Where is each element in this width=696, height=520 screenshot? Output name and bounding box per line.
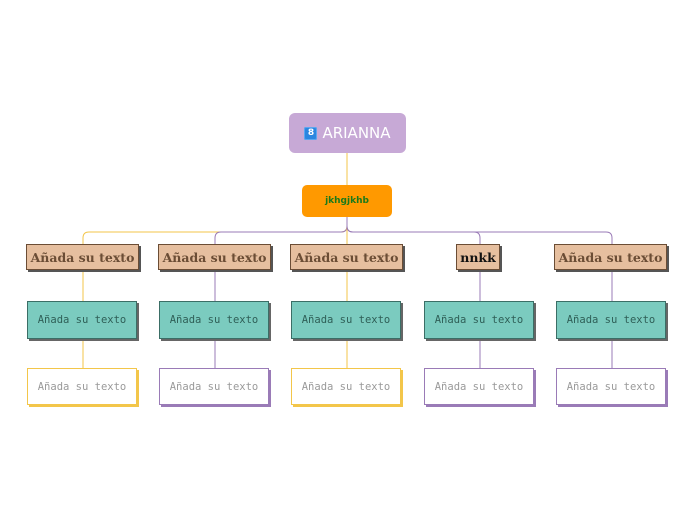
branch-heading-label: Añada su texto — [162, 249, 267, 265]
branch-heading-label: Añada su texto — [294, 249, 399, 265]
branch-subitem-label: Añada su texto — [434, 380, 524, 393]
child-node[interactable]: jkhgjkhb — [302, 185, 392, 217]
branch-subitem-label: Añada su texto — [37, 380, 127, 393]
branch-item-label: Añada su texto — [434, 314, 524, 326]
branch-heading-5[interactable]: Añada su texto — [554, 244, 667, 270]
root-node[interactable]: 8 ARIANNA — [289, 113, 406, 153]
branch-heading-label: Añada su texto — [30, 249, 135, 265]
branch-subitem-3[interactable]: Añada su texto — [291, 368, 401, 405]
branch-item-label: Añada su texto — [566, 314, 656, 326]
branch-subitem-label: Añada su texto — [566, 380, 656, 393]
branch-subitem-label: Añada su texto — [169, 380, 259, 393]
branch-subitem-5[interactable]: Añada su texto — [556, 368, 666, 405]
branch-item-3[interactable]: Añada su texto — [291, 301, 401, 339]
branch-heading-1[interactable]: Añada su texto — [26, 244, 139, 270]
branch-heading-label: Añada su texto — [558, 249, 663, 265]
branch-heading-label: nnkk — [460, 249, 496, 265]
root-title: ARIANNA — [322, 124, 391, 142]
branch-item-label: Añada su texto — [37, 314, 127, 326]
branch-heading-2[interactable]: Añada su texto — [158, 244, 271, 270]
branch-item-label: Añada su texto — [169, 314, 259, 326]
branch-heading-3[interactable]: Añada su texto — [290, 244, 403, 270]
branch-item-5[interactable]: Añada su texto — [556, 301, 666, 339]
branch-item-1[interactable]: Añada su texto — [27, 301, 137, 339]
branch-subitem-1[interactable]: Añada su texto — [27, 368, 137, 405]
branch-item-label: Añada su texto — [301, 314, 391, 326]
number-badge-icon: 8 — [304, 126, 318, 140]
branch-item-2[interactable]: Añada su texto — [159, 301, 269, 339]
branch-subitem-label: Añada su texto — [301, 380, 391, 393]
branch-subitem-4[interactable]: Añada su texto — [424, 368, 534, 405]
branch-heading-4[interactable]: nnkk — [456, 244, 500, 270]
branch-subitem-2[interactable]: Añada su texto — [159, 368, 269, 405]
branch-item-4[interactable]: Añada su texto — [424, 301, 534, 339]
child-label: jkhgjkhb — [325, 196, 369, 206]
